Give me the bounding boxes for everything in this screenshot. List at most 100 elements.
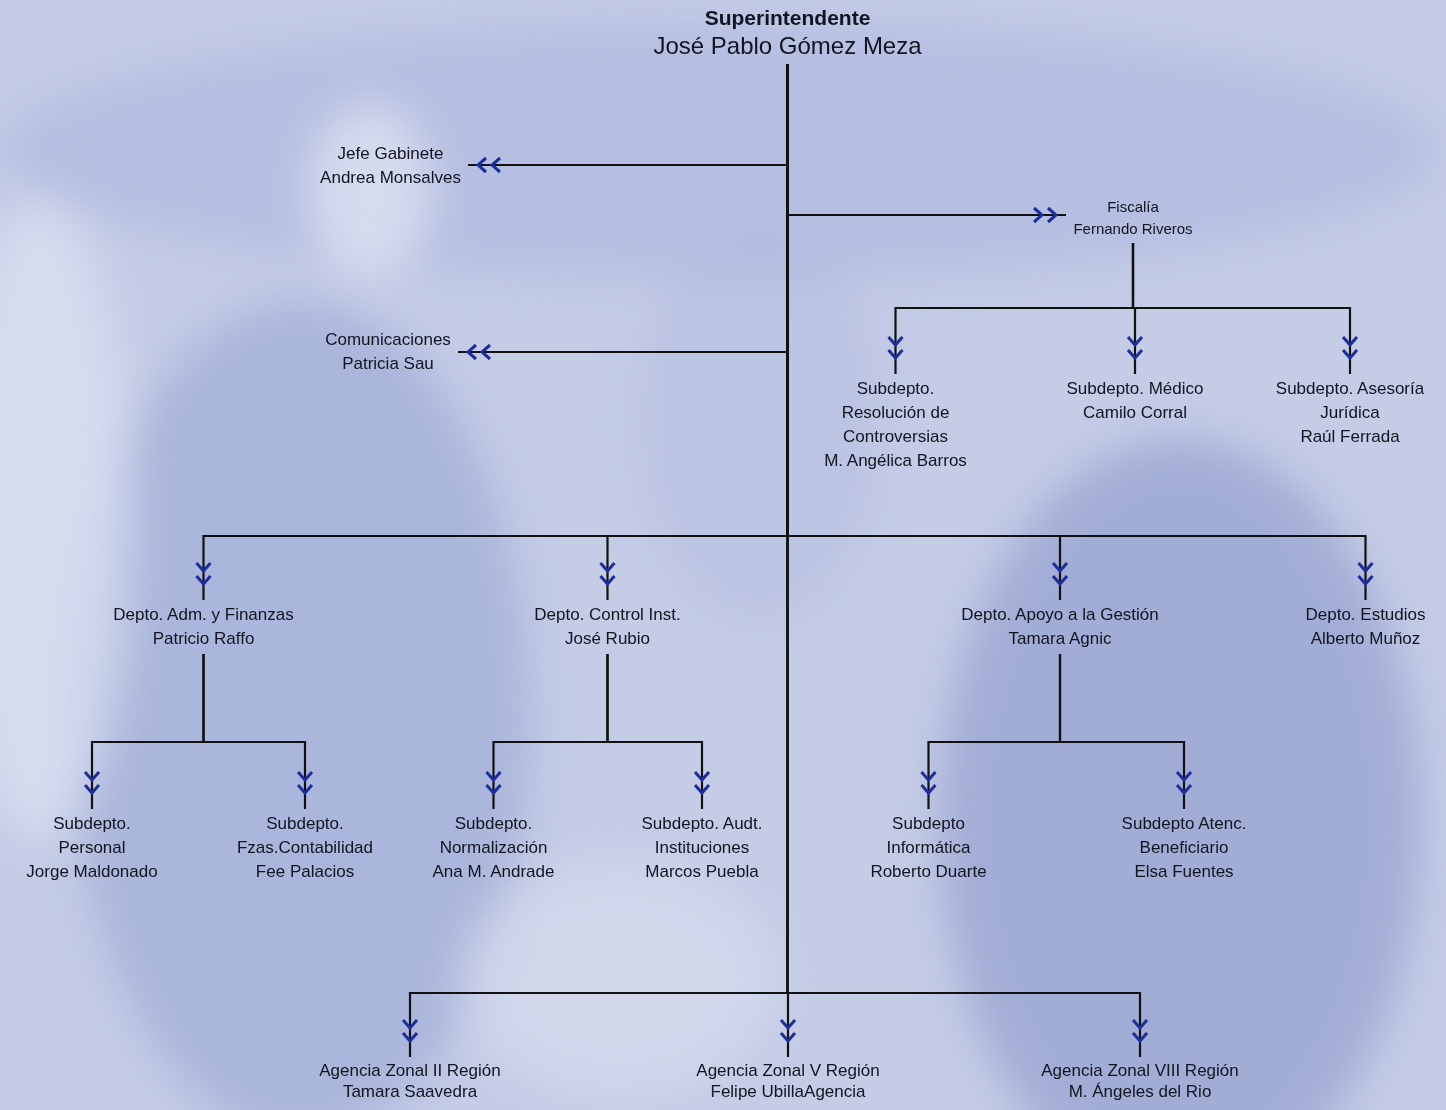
unit-title: Subdepto. Audt. Instituciones	[632, 812, 772, 860]
org-connector	[608, 654, 710, 809]
unit-title: Subdepto. Personal	[37, 812, 147, 860]
chevron-arrowhead	[922, 772, 936, 780]
connector-line	[410, 64, 788, 1057]
person-name: M. Angélica Barros	[824, 449, 967, 473]
chevron-arrowhead	[1343, 350, 1357, 358]
chevron-arrowhead	[1034, 208, 1042, 222]
connector-line	[788, 64, 1141, 1057]
connector-line	[788, 64, 1061, 600]
org-connector	[1133, 243, 1357, 374]
org-unit: Depto. EstudiosAlberto Muñoz	[1298, 600, 1433, 654]
org-connector	[204, 654, 313, 809]
unit-title: Depto. Adm. y Finanzas	[113, 603, 293, 627]
org-unit: Subdepto InformáticaRoberto Duarte	[863, 809, 994, 887]
connector-line	[1060, 654, 1184, 809]
org-connector	[458, 64, 788, 359]
org-unit: Subdepto. Fzas.ContabilidadFee Palacios	[223, 809, 387, 887]
chevron-arrowhead	[1177, 785, 1191, 793]
chevron-arrowhead	[403, 1020, 417, 1028]
person-name: Patricio Raffo	[153, 627, 255, 651]
org-connector	[468, 64, 788, 172]
woman-figure	[940, 440, 1420, 1110]
chevron-arrowhead	[1128, 350, 1142, 358]
unit-title: Jefe Gabinete	[338, 142, 444, 166]
chevron-arrowhead	[197, 563, 211, 571]
org-unit: Agencia Zonal V RegiónFelipe UbillaAgenc…	[689, 1057, 887, 1105]
chevron-arrowhead	[781, 1020, 795, 1028]
chevron-arrowhead	[781, 1033, 795, 1041]
chevron-arrowhead	[922, 785, 936, 793]
org-unit: Depto. Adm. y FinanzasPatricio Raffo	[106, 600, 301, 654]
chevron-arrowhead	[85, 785, 99, 793]
org-unit: Subdepto. NormalizaciónAna M. Andrade	[424, 809, 563, 887]
org-connector	[788, 64, 1068, 600]
person-name: Fee Palacios	[256, 860, 354, 884]
org-unit: Agencia Zonal II RegiónTamara Saavedra	[312, 1057, 508, 1105]
chevron-arrowhead	[1133, 1033, 1147, 1041]
person-name: Patricia Sau	[342, 352, 434, 376]
unit-title: Subdepto. Fzas.Contabilidad	[230, 812, 380, 860]
chevron-arrowhead	[487, 785, 501, 793]
person-name: Tamara Saavedra	[343, 1081, 477, 1102]
org-unit: Subdepto Atenc. BeneficiarioElsa Fuentes	[1107, 809, 1261, 887]
chevron-arrowhead	[478, 158, 486, 172]
chevron-arrowhead	[482, 345, 490, 359]
org-unit: Subdepto. PersonalJorge Maldonado	[19, 809, 165, 887]
chevron-arrowhead	[197, 576, 211, 584]
chevron-arrowhead	[403, 1033, 417, 1041]
connector-line	[1133, 243, 1350, 374]
person-name: José Pablo Gómez Meza	[653, 31, 921, 61]
crowd-figures	[0, 20, 1440, 1110]
org-unit: SuperintendenteJosé Pablo Gómez Meza	[646, 2, 929, 64]
chevron-arrowhead	[1177, 772, 1191, 780]
person-name: Alberto Muñoz	[1311, 627, 1421, 651]
org-connector	[487, 654, 608, 809]
unit-title: Subdepto. Médico	[1066, 377, 1203, 401]
unit-title: Depto. Estudios	[1305, 603, 1425, 627]
chevron-arrowhead	[601, 576, 615, 584]
person-name: Felipe UbillaAgencia	[711, 1081, 866, 1102]
connector-line	[468, 64, 788, 165]
chevron-arrowhead	[1048, 208, 1056, 222]
org-connector	[922, 654, 1061, 809]
unit-title: Subdepto Informática	[874, 812, 984, 860]
person-name: M. Ángeles del Rio	[1069, 1081, 1212, 1102]
chevron-arrowhead	[1359, 563, 1373, 571]
connector-line	[788, 64, 1067, 215]
unit-title: Subdepto. Resolución de Controversias	[826, 377, 966, 449]
org-unit: Jefe GabineteAndrea Monsalves	[313, 139, 468, 193]
person-name: Jorge Maldonado	[26, 860, 157, 884]
chevron-arrowhead	[298, 772, 312, 780]
connector-line	[929, 654, 1061, 809]
unit-title: Subdepto. Normalización	[431, 812, 556, 860]
unit-title: Agencia Zonal VIII Región	[1041, 1060, 1239, 1081]
connector-line	[896, 243, 1134, 374]
org-unit: Subdepto. MédicoCamilo Corral	[1059, 374, 1211, 428]
connector-line	[608, 654, 703, 809]
chevron-arrowhead	[695, 785, 709, 793]
chevron-arrowhead	[1053, 563, 1067, 571]
unit-title: Depto. Apoyo a la Gestión	[961, 603, 1159, 627]
unit-title: Agencia Zonal V Región	[696, 1060, 879, 1081]
org-connector	[788, 64, 1373, 600]
connector-line	[494, 654, 608, 809]
org-connector	[1060, 654, 1191, 809]
org-unit: Depto. Control Inst.José Rubio	[527, 600, 688, 654]
org-connector	[788, 64, 1067, 222]
chevron-arrowhead	[695, 772, 709, 780]
chevron-arrowhead	[1359, 576, 1373, 584]
org-connector	[197, 64, 788, 600]
person-name: José Rubio	[565, 627, 650, 651]
org-connector	[601, 64, 788, 600]
chevron-arrowhead	[298, 785, 312, 793]
person-name: Ana M. Andrade	[433, 860, 555, 884]
org-unit: FiscalíaFernando Riveros	[1066, 193, 1200, 243]
chevron-arrowhead	[601, 563, 615, 571]
person-name: Elsa Fuentes	[1134, 860, 1233, 884]
org-unit: Agencia Zonal VIII RegiónM. Ángeles del …	[1034, 1057, 1246, 1105]
org-unit: ComunicacionesPatricia Sau	[318, 325, 458, 379]
chevron-arrowhead	[889, 337, 903, 345]
person-name: Marcos Puebla	[645, 860, 758, 884]
